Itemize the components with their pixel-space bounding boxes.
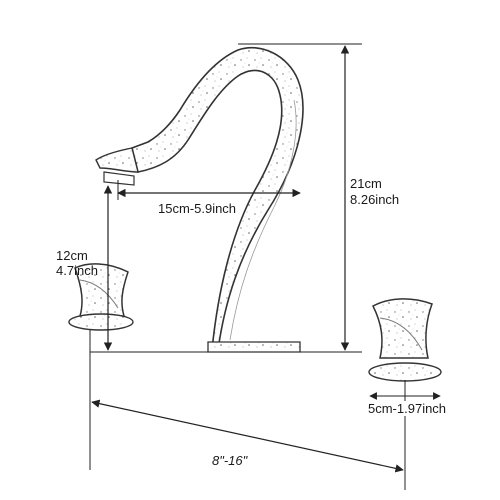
spread-label: 8"-16" <box>212 453 248 468</box>
left-handle-twist <box>79 279 119 309</box>
height-label-in: 8.26inch <box>350 192 400 207</box>
spout <box>95 46 304 353</box>
spread-arrow <box>91 399 404 473</box>
spout-base <box>207 341 301 353</box>
right-handle <box>368 298 442 382</box>
spout-shading-line <box>229 99 297 341</box>
spout-body <box>131 46 304 351</box>
left-handle <box>68 263 134 331</box>
outlet-height-label-in: 4.7inch <box>56 263 98 278</box>
height-label-cm: 21cm <box>350 176 382 191</box>
handle-width-label: 5cm-1.97inch <box>368 401 447 416</box>
right-handle-knob <box>372 298 433 359</box>
right-handle-twist <box>379 317 423 351</box>
spout-aerator <box>103 171 135 186</box>
right-handle-base <box>368 362 442 382</box>
reach-label: 15cm-5.9inch <box>158 201 237 216</box>
spout-nozzle <box>95 147 139 173</box>
outlet-height-label-cm: 12cm <box>56 248 88 263</box>
left-handle-base <box>68 313 134 331</box>
